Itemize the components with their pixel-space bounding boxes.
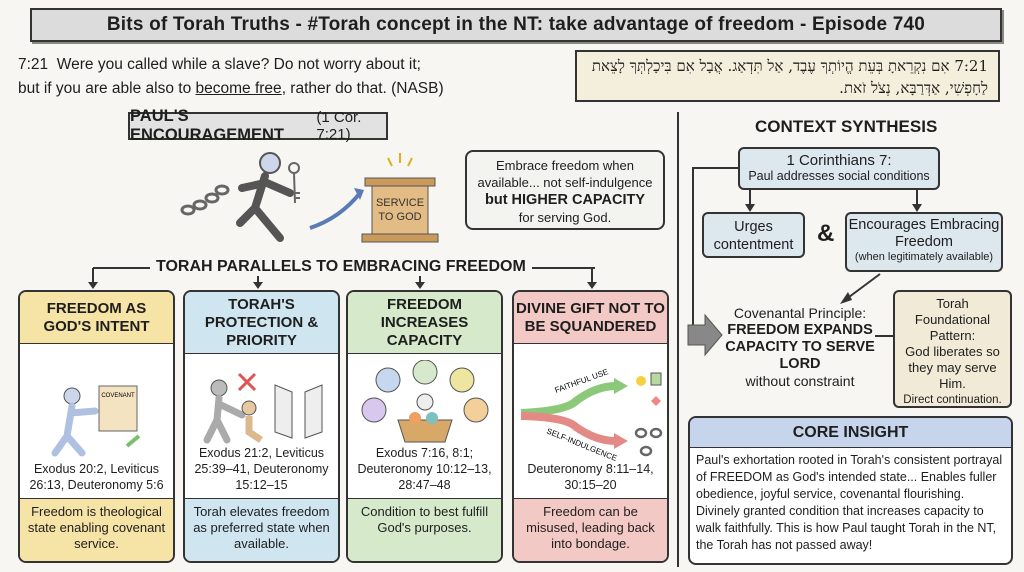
scripture-refs: Exodus 20:2, Leviticus 26:13, Deuteronom… <box>29 462 164 492</box>
heading-ref: (1 Cor. 7:21) <box>316 109 362 143</box>
scroll-label: COVENANT <box>101 393 135 399</box>
urges-contentment-box: Urges contentment <box>702 212 805 258</box>
encourages-freedom-box: Encourages Embracing Freedom (when legit… <box>845 212 1003 272</box>
become-free-emphasis: become free <box>195 80 282 97</box>
parallels-heading: TORAH PARALLELS TO EMBRACING FREEDOM <box>150 258 532 276</box>
scripture-refs: Deuteronomy 8:11–14, 30:15–20 <box>527 462 654 492</box>
verse-line-1: Were you called while a slave? Do not wo… <box>56 56 421 73</box>
torah-tail: Direct continuation. <box>903 394 1002 406</box>
card-divine-gift: DIVINE GIFT NOT TO BE SQUANDERED FAITHFU… <box>512 290 669 563</box>
card-title: TORAH'S PROTECTION & PRIORITY <box>185 292 338 354</box>
card-title: DIVINE GIFT NOT TO BE SQUANDERED <box>514 292 667 344</box>
helping-hand-open-gate-icon <box>203 372 322 444</box>
card-summary: Freedom can be misused, leading back int… <box>514 498 667 561</box>
card-title: FREEDOM INCREASES CAPACITY <box>348 292 501 354</box>
torah-pattern-box: Torah Foundational Pattern: God liberate… <box>893 290 1012 408</box>
faithful-vs-indulgence-paths: FAITHFUL USE SELF-INDULGENCE <box>520 367 662 461</box>
altar-icon: SERVICE TO GOD <box>361 177 439 243</box>
covenantal-principle: Covenantal Principle: FREEDOM EXPANDS CA… <box>712 305 888 390</box>
card-freedom-increases-capacity: FREEDOM INCREASES CAPACITY Exodus 7:16, … <box>346 290 503 563</box>
note-line: available... not self-indulgence <box>477 175 653 190</box>
card-summary: Torah elevates freedom as preferred stat… <box>185 498 338 561</box>
note-line: Embrace freedom when <box>495 158 634 173</box>
note-line: for serving God. <box>518 210 612 225</box>
torah-body: God liberates so they may serve Him. <box>905 344 1000 391</box>
big-arrow-icon <box>687 313 723 357</box>
verse-line-2-end: , rather do that. (NASB) <box>281 80 444 97</box>
card-freedom-gods-intent: FREEDOM AS GOD'S INTENT COVENANT Exodus … <box>18 290 175 563</box>
svg-text:SERVICE: SERVICE <box>376 197 424 209</box>
torah-title: Torah Foundational Pattern: <box>914 296 991 343</box>
running-person-icon <box>236 152 294 242</box>
corinthians-box: 1 Corinthians 7: Paul addresses social c… <box>738 147 940 190</box>
walking-with-covenant-scroll-icon: COVENANT <box>51 385 140 457</box>
ampersand: & <box>817 220 835 247</box>
encourages-title: Encourages Embracing Freedom <box>848 217 1000 250</box>
encourages-sub: (when legitimately available) <box>854 251 994 263</box>
scripture-refs: Exodus 7:16, 8:1; Deuteronomy 10:12–13, … <box>357 446 492 492</box>
english-verse: 7:21 Were you called while a slave? Do n… <box>18 53 444 101</box>
verse-ref: 7:21 <box>18 56 49 73</box>
capacity-basket-icon <box>361 360 488 443</box>
note-emphasis: but HIGHER CAPACITY <box>484 192 646 208</box>
hebrew-verse: 7:21 אִם נִקְרֵאתָ בְּעֵת הֱיוֹתְךָ עֶבֶ… <box>575 50 1000 102</box>
core-insight-box: CORE INSIGHT Paul's exhortation rooted i… <box>688 416 1013 565</box>
principle-lead: Covenantal Principle: <box>733 305 867 321</box>
book-icon <box>650 372 661 386</box>
heading-text: PAUL'S ENCOURAGEMENT <box>130 107 285 144</box>
card-title: FREEDOM AS GOD'S INTENT <box>20 292 173 344</box>
core-insight-heading: CORE INSIGHT <box>690 418 1011 448</box>
cor-title: 1 Corinthians 7: <box>786 152 892 169</box>
page-title: Bits of Torah Truths - #Torah concept in… <box>30 8 1002 42</box>
card-torahs-protection: TORAH'S PROTECTION & PRIORITY Exodus 21:… <box>183 290 340 563</box>
embrace-freedom-note: Embrace freedom when available... not se… <box>465 150 665 230</box>
principle-tail: without constraint <box>745 373 855 389</box>
section-heading-pauls-encouragement: PAUL'S ENCOURAGEMENT (1 Cor. 7:21) <box>128 107 388 144</box>
principle-main: FREEDOM EXPANDS CAPACITY TO SERVE LORD <box>725 322 875 372</box>
arrow-icon <box>309 191 362 230</box>
freedom-illustration: SERVICE TO GOD <box>180 152 439 243</box>
cor-sub: Paul addresses social conditions <box>748 169 930 183</box>
synthesis-connectors <box>687 167 922 357</box>
broken-chain-icon <box>180 184 230 216</box>
lightbulb-icon <box>635 376 646 386</box>
context-synthesis-heading: CONTEXT SYNTHESIS <box>755 117 938 136</box>
scripture-refs: Exodus 21:2, Leviticus 25:39–41, Deutero… <box>194 446 329 492</box>
section-divider <box>677 112 679 567</box>
core-insight-body: Paul's exhortation rooted in Torah's con… <box>696 453 1003 552</box>
chains-icon <box>634 427 662 457</box>
key-icon <box>288 162 300 204</box>
card-summary: Condition to best fulfill God's purposes… <box>348 498 501 561</box>
verse-line-2: but if you are able also to <box>18 80 192 97</box>
svg-text:TO GOD: TO GOD <box>378 211 421 223</box>
heart-hands-icon <box>650 396 661 406</box>
card-summary: Freedom is theological state enabling co… <box>20 498 173 561</box>
